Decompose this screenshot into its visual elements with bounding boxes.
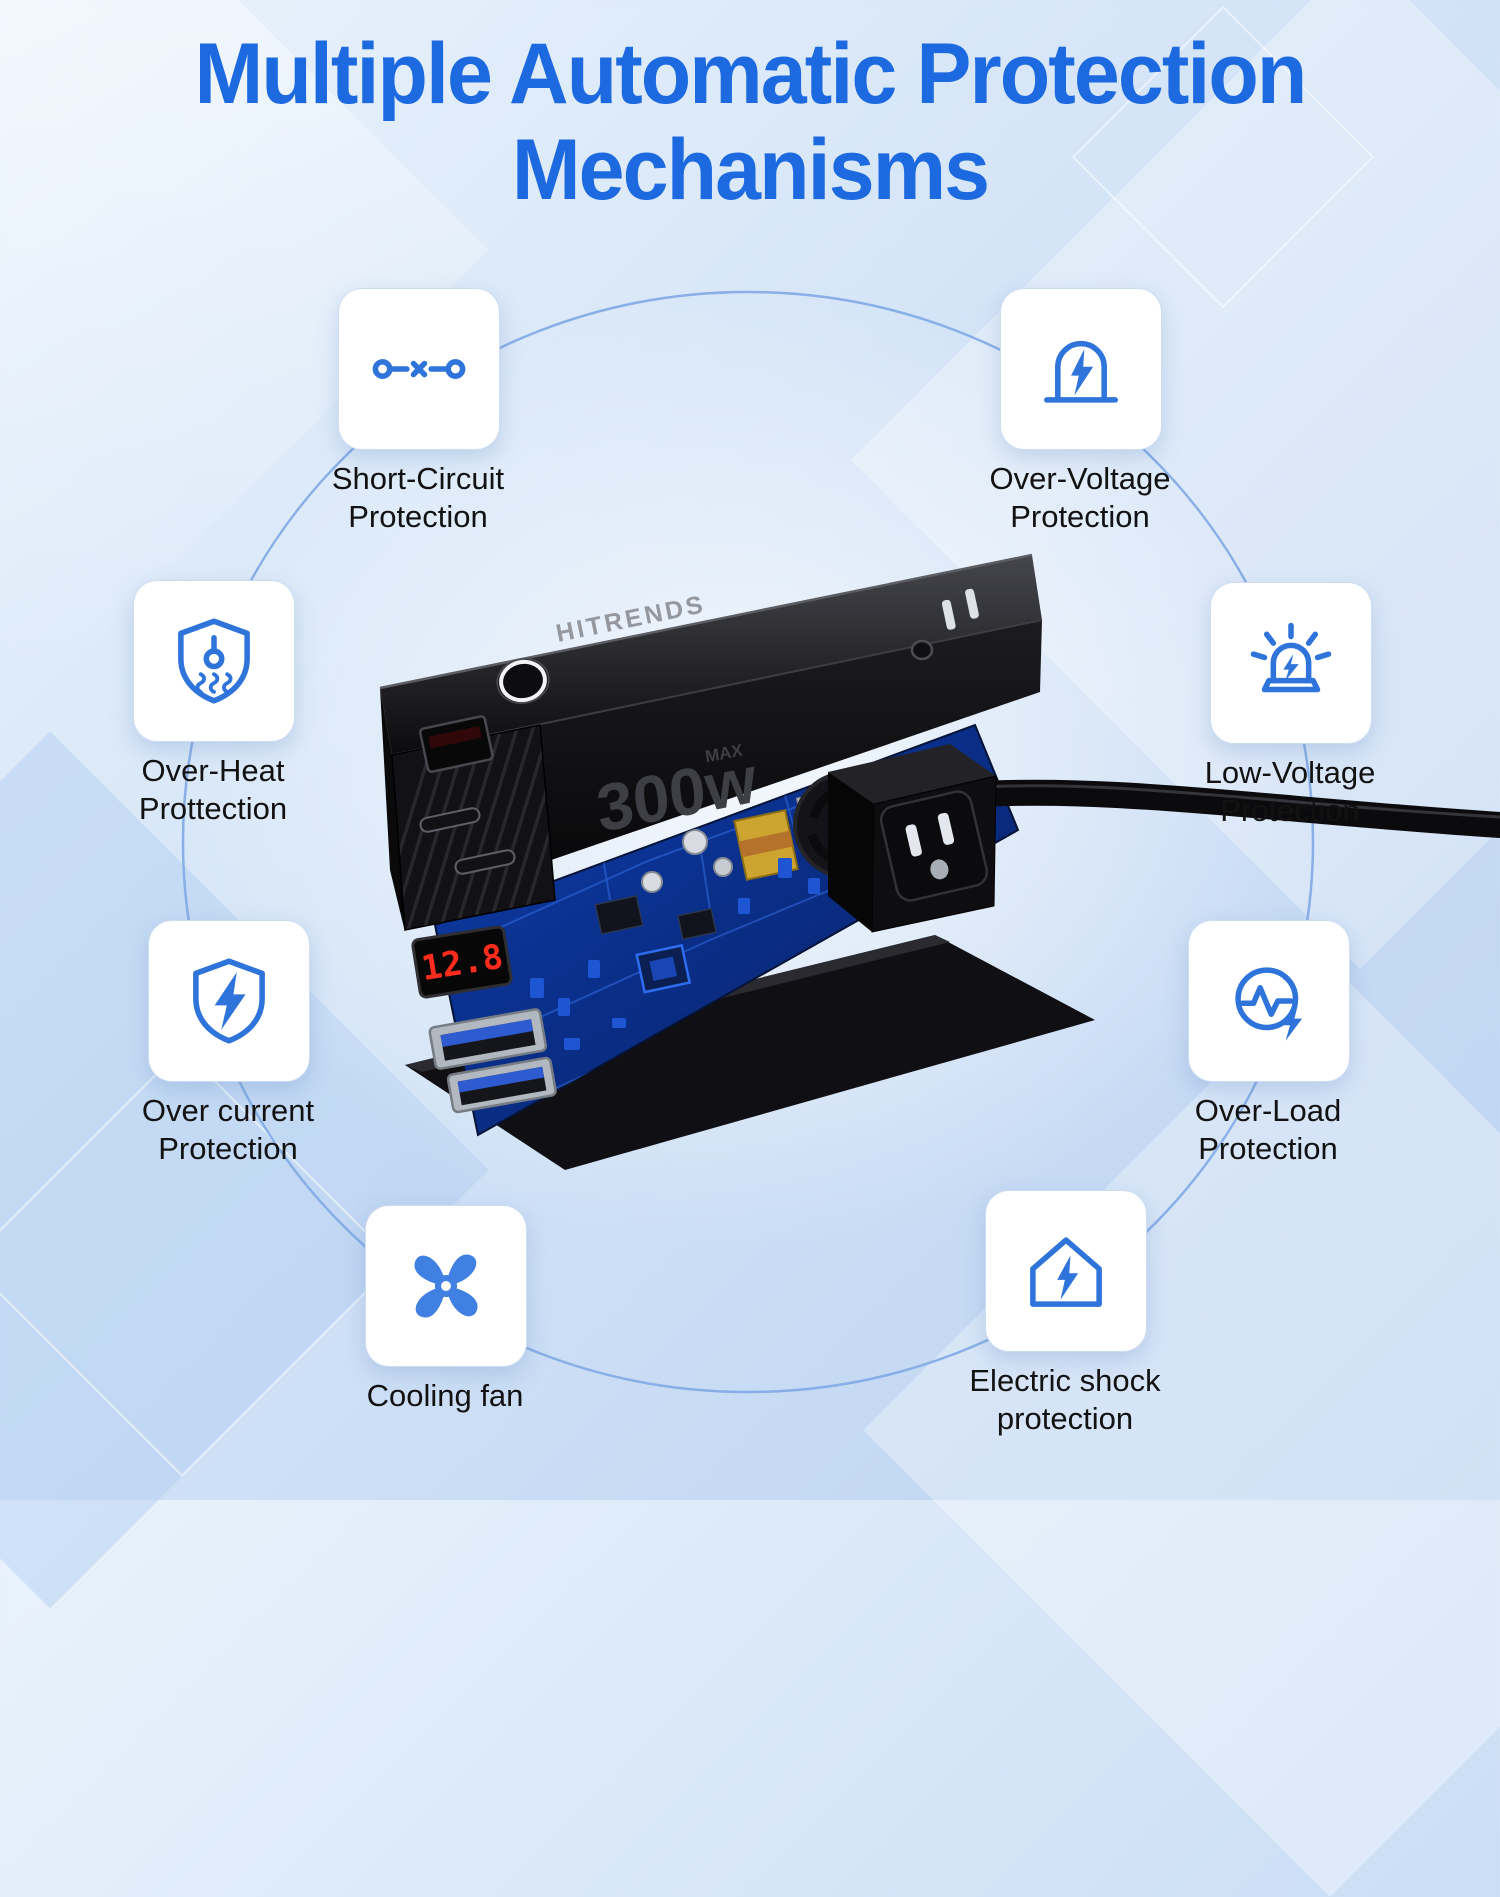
usb-c-port (419, 807, 481, 833)
page-title: Multiple Automatic Protection Mechanisms (30, 26, 1470, 219)
over-current-icon (148, 920, 310, 1082)
low-voltage-icon (1210, 582, 1372, 744)
connector-circle (181, 290, 1315, 1394)
feature-cooling-fan: Cooling fan (365, 1205, 527, 1413)
short-circuit-icon (338, 288, 500, 450)
title-line-2: Mechanisms (511, 122, 990, 219)
inverter-body: HITRENDS 300w MAX (379, 553, 1043, 932)
port-panel (391, 715, 556, 931)
over-voltage-icon (1000, 288, 1162, 450)
main-chip (635, 943, 692, 994)
cooling-fan-icon (365, 1205, 527, 1367)
ac-outlet-block (828, 744, 997, 933)
feature-label: Cooling fan (366, 1378, 524, 1413)
usb-a-port (446, 1056, 557, 1114)
capacitors (641, 798, 916, 893)
over-load-icon (1188, 920, 1350, 1082)
voltage-display: 12.8 (411, 925, 513, 999)
power-button (496, 658, 550, 704)
electric-shock-icon (985, 1190, 1147, 1352)
usb-a-port (428, 1008, 548, 1070)
usb-c-port (454, 849, 516, 875)
product-image: HITRENDS 300w MAX (379, 553, 1500, 1170)
over-heat-icon (133, 580, 295, 742)
power-cable (952, 779, 1500, 838)
top-ac-outlet (910, 588, 979, 661)
display-window (419, 715, 494, 773)
title-line-1: Multiple Automatic Protection (194, 26, 1308, 122)
